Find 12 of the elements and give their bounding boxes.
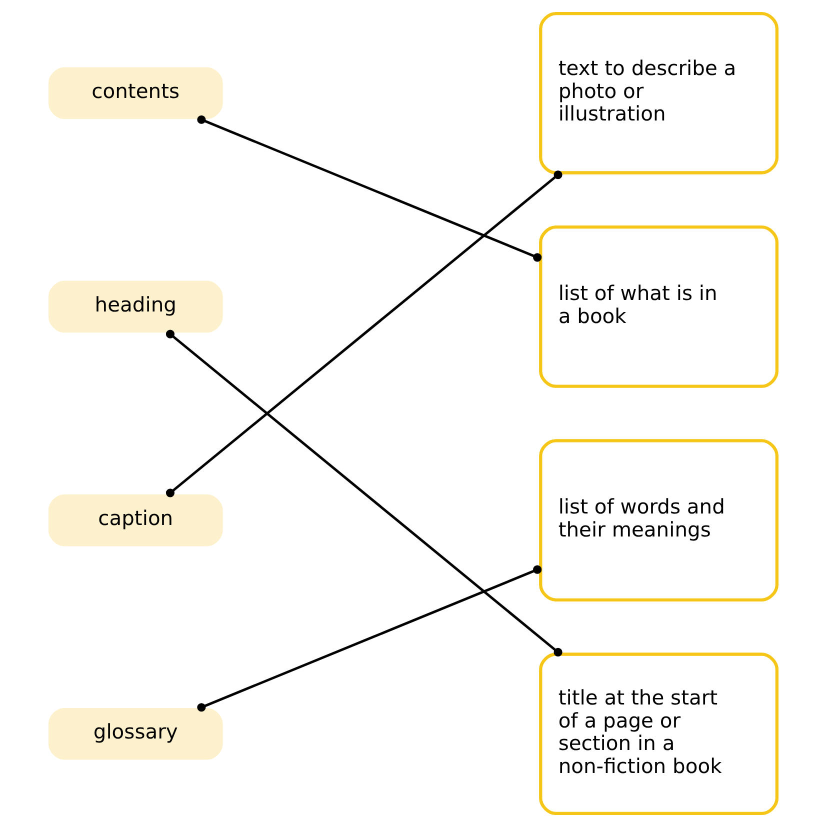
node-box: heading: [48, 280, 223, 333]
node-box: list of what is in a book: [539, 226, 779, 388]
connector: [197, 565, 542, 712]
node-box: caption: [48, 494, 223, 546]
connector: [197, 115, 542, 262]
connector: [166, 170, 562, 498]
node-box: glossary: [48, 708, 223, 760]
node-box: contents: [48, 67, 223, 120]
node-box: text to describe a photo or illustration: [539, 12, 779, 174]
node-box: title at the start of a page or section in a non-fiction book: [539, 652, 779, 816]
connector: [166, 330, 562, 657]
node-box: list of words and their meanings: [539, 439, 779, 602]
